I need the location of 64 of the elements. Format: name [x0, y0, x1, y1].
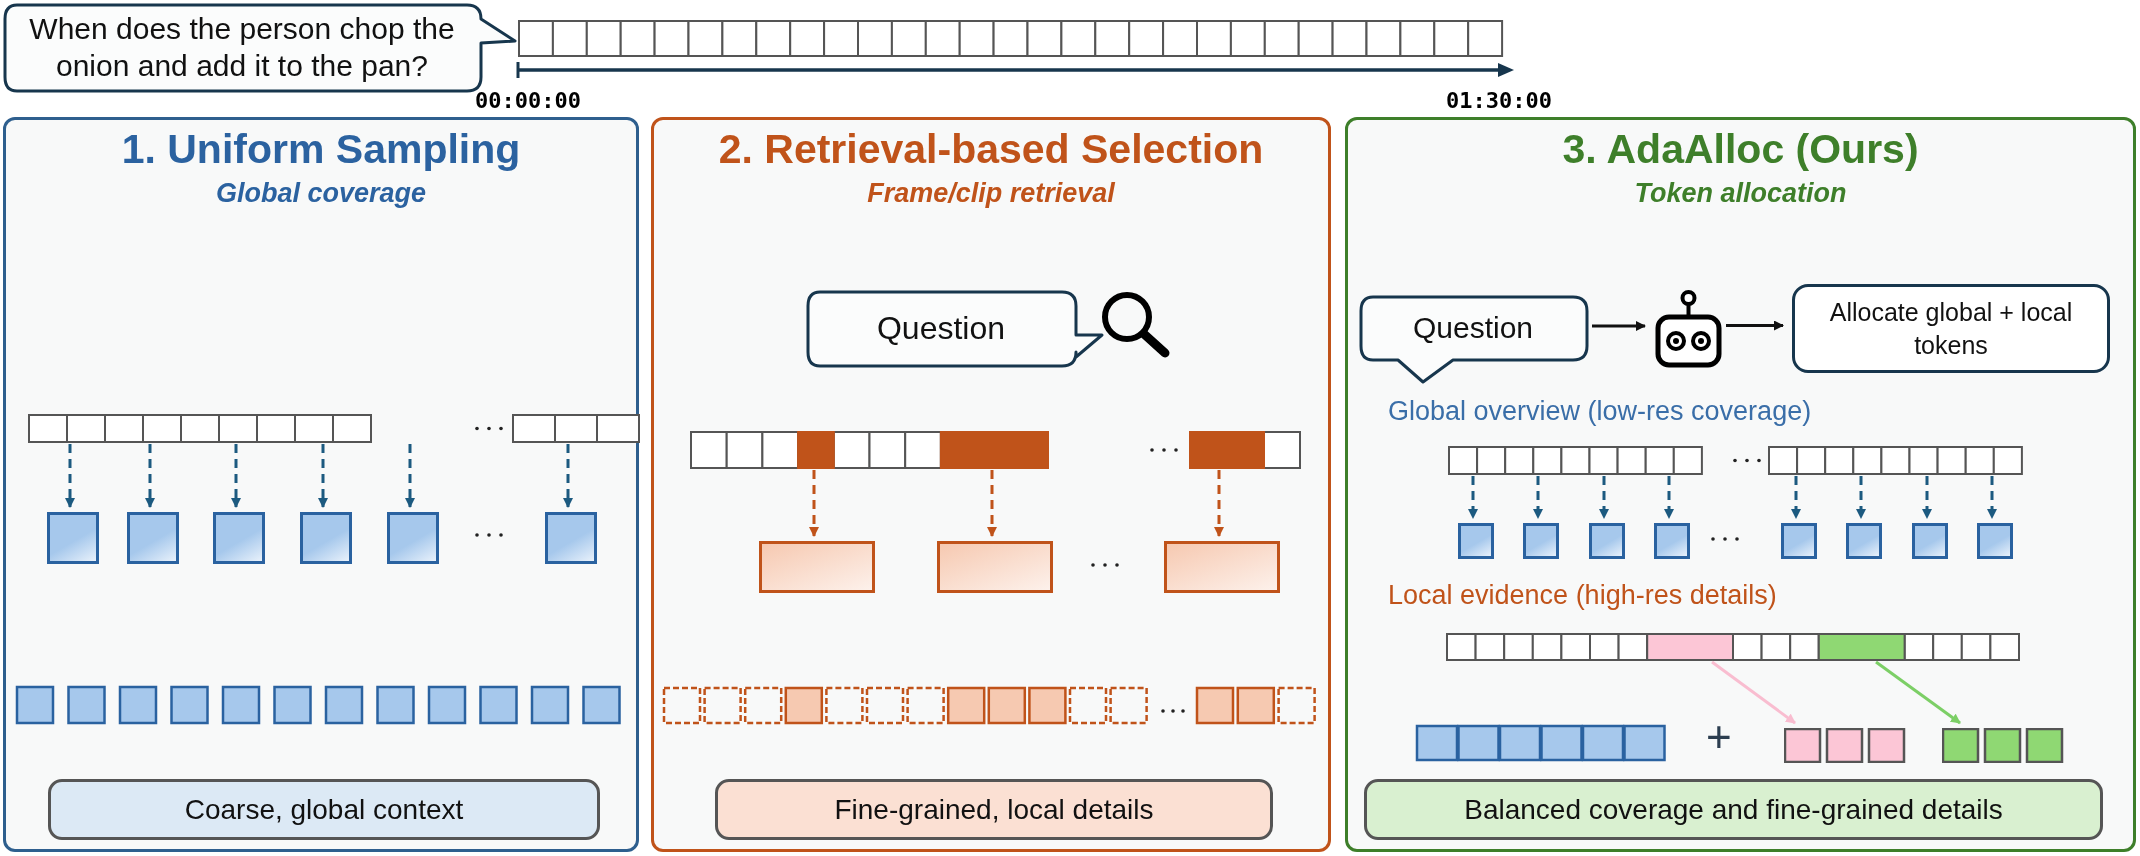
text-label: Global overview (low-res coverage): [1388, 396, 1812, 427]
dashed-arrow: [145, 444, 155, 508]
token-tile: [545, 512, 597, 564]
robot-icon: [1654, 290, 1723, 368]
panel-subtitle: Global coverage: [214, 178, 428, 209]
frame-strip: [690, 431, 1299, 469]
panel-card: [3, 117, 639, 852]
dashed-arrow: [1468, 476, 1478, 519]
token-tile: [300, 512, 352, 564]
summary-box: Coarse, global context: [48, 779, 600, 840]
dashed-arrow: [231, 444, 241, 508]
dashed-arrow: [1599, 476, 1609, 519]
dashed-arrow: [1922, 476, 1932, 519]
token-tile: [47, 512, 99, 564]
token-tile: [1781, 523, 1817, 559]
token-group: [1784, 728, 1906, 763]
speech-bubble: Question: [806, 290, 1106, 368]
token-tile: [387, 512, 439, 564]
panel-subtitle: Token allocation: [1633, 178, 1848, 209]
dashed-arrow: [1791, 476, 1801, 519]
panel-title: 2. Retrieval-based Selection: [717, 126, 1265, 173]
dashed-arrow: [1856, 476, 1866, 519]
dashed-arrow: [318, 444, 328, 508]
token-tile: [1846, 523, 1882, 559]
dashed-arrow: [1533, 476, 1543, 519]
token-tile: [1523, 523, 1559, 559]
speech-bubble: Question: [1359, 295, 1589, 385]
arrow: [1592, 321, 1646, 331]
token-tile: [1589, 523, 1625, 559]
panel-subtitle: Frame/clip retrieval: [866, 178, 1116, 209]
token-tile: [1977, 523, 2013, 559]
dashed-arrow: [65, 444, 75, 508]
frame-strip: [28, 414, 639, 443]
panel-title: 1. Uniform Sampling: [120, 126, 522, 173]
dashed-arrow: [1214, 470, 1224, 537]
summary-box: Balanced coverage and fine-grained details: [1364, 779, 2103, 840]
text-label: +: [1706, 712, 1732, 762]
dashed-arrow: [563, 444, 573, 508]
token-tile: [213, 512, 265, 564]
token-group: [1942, 728, 2065, 763]
arrow: [1875, 660, 1961, 725]
dashed-arrow: [809, 470, 819, 537]
text-label: 01:30:00: [1446, 88, 1552, 113]
dashed-arrow: [405, 444, 415, 508]
clip-token-box: [937, 541, 1053, 593]
panel-title: 3. AdaAlloc (Ours): [1561, 126, 1920, 173]
token-tile: [127, 512, 179, 564]
dashed-arrow: [1987, 476, 1997, 519]
token-tile: [1654, 523, 1690, 559]
panel-card: [651, 117, 1331, 852]
summary-box: Fine-grained, local details: [715, 779, 1273, 840]
token-tile: [1912, 523, 1948, 559]
dashed-arrow: [1664, 476, 1674, 519]
dashed-arrow: [987, 470, 997, 537]
frame-strip: [1446, 633, 2018, 661]
panel-card: [1345, 117, 2136, 852]
arrow: [1726, 320, 1784, 331]
allocation-box: Allocate global + local tokens: [1792, 284, 2110, 373]
text-label: Local evidence (high-res details): [1388, 580, 1777, 611]
arrow: [1711, 660, 1796, 725]
clip-token-box: [1164, 541, 1280, 593]
clip-token-box: [759, 541, 875, 593]
frame-strip: [1448, 446, 2021, 475]
token-tile: [1458, 523, 1494, 559]
